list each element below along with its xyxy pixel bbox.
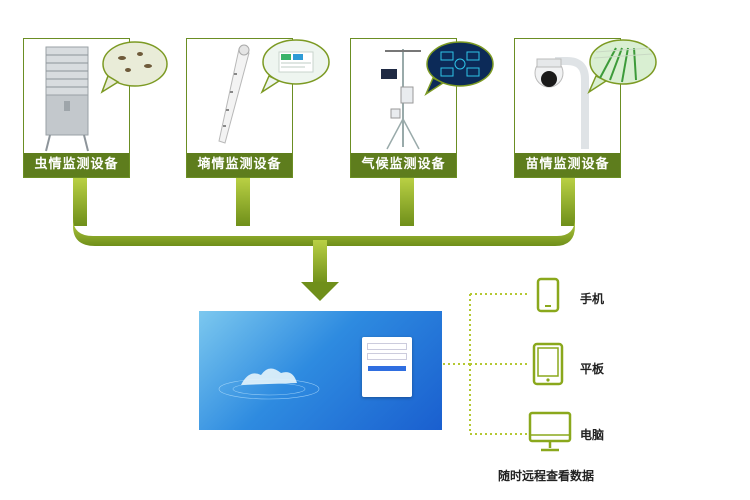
- terminal-connectors: [443, 293, 528, 435]
- password-field[interactable]: [367, 353, 407, 360]
- login-panel: [362, 337, 412, 397]
- device-label: 苗情监测设备: [515, 153, 620, 177]
- phone-icon: [536, 277, 560, 313]
- connector-drop-3: [400, 178, 414, 226]
- username-field[interactable]: [367, 343, 407, 350]
- greenhouse-photo-bubble: [587, 39, 657, 94]
- remote-view-caption: 随时远程查看数据: [498, 469, 595, 483]
- soil-dashboard-bubble: [260, 39, 330, 94]
- monitor-icon: [528, 411, 572, 452]
- pest-trap-image: [24, 39, 129, 153]
- connector-drop-1: [73, 178, 87, 226]
- platform-screen: [199, 311, 442, 430]
- connector-drop-2: [236, 178, 250, 226]
- device-label: 虫情监测设备: [24, 153, 129, 177]
- connector-bus: [73, 218, 575, 246]
- pest-photo-bubble: [100, 41, 168, 94]
- login-button[interactable]: [368, 366, 406, 371]
- terminal-label-phone: 手机: [580, 292, 605, 306]
- device-label: 气候监测设备: [351, 153, 456, 177]
- weather-dashboard-bubble: [424, 41, 494, 96]
- device-label: 墒情监测设备: [187, 153, 292, 177]
- terminal-label-tablet: 平板: [580, 362, 605, 376]
- connector-trunk: [313, 240, 327, 284]
- arrow-down-icon: [301, 282, 339, 301]
- screen-background: [218, 368, 320, 400]
- connector-drop-4: [561, 178, 575, 226]
- tablet-icon: [532, 342, 564, 386]
- terminal-label-computer: 电脑: [580, 428, 605, 442]
